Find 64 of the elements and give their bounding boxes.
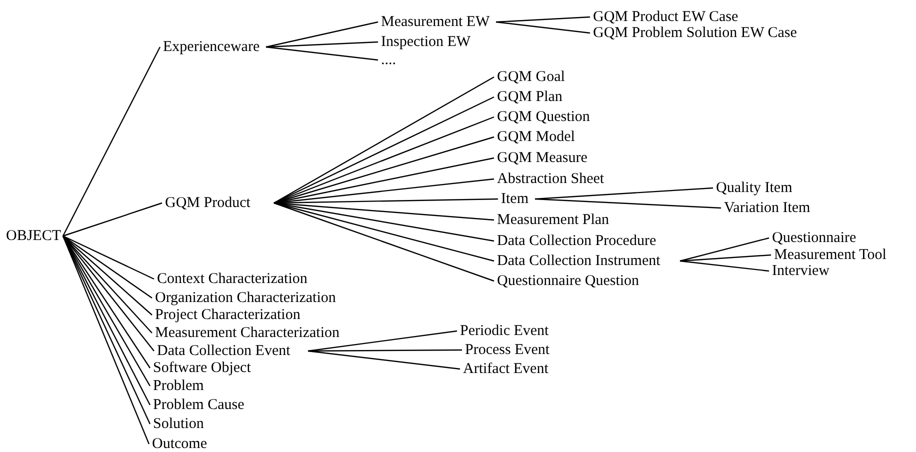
tree-label: Organization Characterization [155, 290, 336, 306]
tree-label: Solution [153, 416, 204, 432]
connector-line [62, 202, 162, 237]
connector-line [274, 76, 494, 204]
connector-line [274, 96, 494, 204]
tree-label: Data Collection Event [157, 343, 290, 359]
tree-label: Process Event [465, 342, 550, 358]
tree-label: GQM Problem Solution EW Case [593, 25, 797, 41]
tree-label: Context Characterization [157, 271, 308, 287]
connector-line [266, 21, 378, 48]
connector-line [680, 254, 772, 262]
tree-label: GQM Product [165, 195, 250, 211]
tree-label: Interview [772, 263, 830, 279]
tree-label: Problem Cause [153, 397, 244, 413]
connector-line [62, 236, 152, 298]
connector-line [308, 350, 460, 370]
connector-line [534, 187, 714, 200]
tree-label: Measurement Plan [497, 212, 610, 228]
tree-label: Inspection EW [381, 34, 471, 50]
connector-line [274, 136, 494, 204]
tree-label: Measurement Characterization [155, 325, 340, 341]
connector-line [62, 46, 161, 236]
connector-line [680, 237, 770, 262]
connector-line [496, 21, 590, 34]
tree-label: Experienceware [163, 39, 260, 55]
connector-line [274, 202, 494, 262]
tree-label: Data Collection Instrument [497, 253, 660, 269]
connector-line [274, 157, 494, 204]
tree-label: GQM Goal [497, 69, 565, 85]
tree-label: GQM Plan [497, 89, 562, 105]
tree-label: OBJECT [6, 228, 62, 244]
connector-line [308, 330, 458, 352]
tree-label: Quality Item [716, 180, 792, 196]
tree-label: Artifact Event [463, 361, 548, 377]
connector-line [274, 178, 494, 204]
tree-label: Periodic Event [460, 323, 549, 339]
connector-line [266, 46, 378, 61]
tree-label: Outcome [152, 436, 207, 452]
tree-label: GQM Question [497, 109, 590, 125]
connector-line [274, 116, 494, 204]
tree-label: Measurement Tool [774, 247, 886, 263]
tree-label: Variation Item [724, 200, 810, 216]
tree-label: Problem [153, 378, 204, 394]
tree-label: Item [501, 191, 528, 207]
tree-label: Project Characterization [155, 307, 300, 323]
connector-line [62, 236, 152, 334]
connector-line [496, 16, 590, 23]
tree-label: Abstraction Sheet [497, 171, 604, 187]
tree-label: Software Object [153, 360, 251, 376]
tree-label: Measurement EW [381, 14, 490, 30]
connector-line [274, 202, 494, 242]
connector-line [274, 202, 494, 282]
tree-label: Questionnaire [772, 230, 856, 246]
tree-label: GQM Measure [497, 150, 588, 166]
tree-label: GQM Model [497, 129, 575, 145]
tree-label: Data Collection Procedure [497, 233, 656, 249]
connector-line [62, 235, 154, 280]
tree-label: GQM Product EW Case [593, 9, 738, 25]
connector-line [534, 198, 722, 209]
tree-label: .... [381, 52, 396, 68]
tree-label: Questionnaire Question [497, 273, 640, 289]
connector-line [680, 260, 770, 272]
connector-line [308, 349, 462, 352]
connector-line [274, 202, 494, 221]
